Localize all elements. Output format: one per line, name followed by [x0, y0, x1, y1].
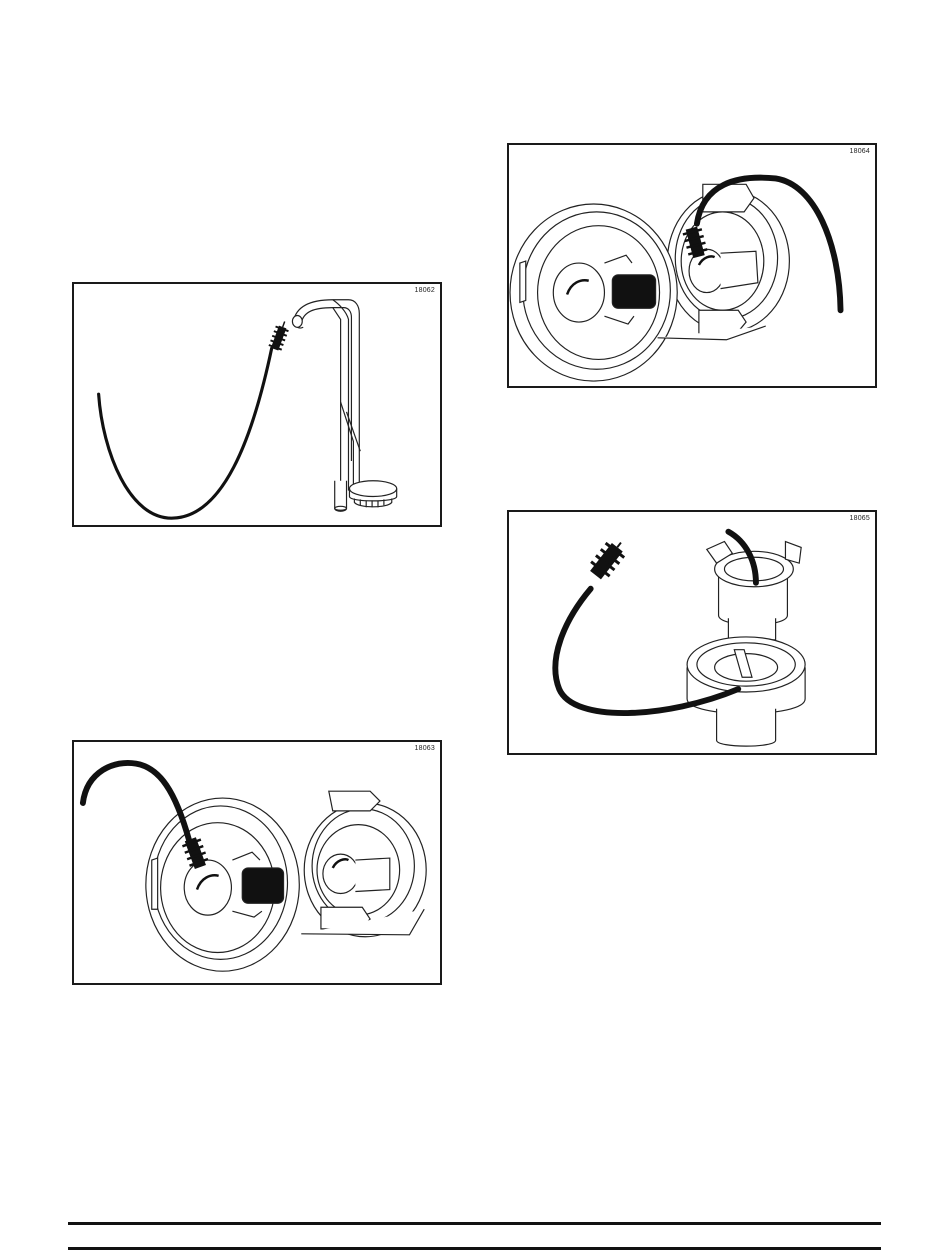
right-valve	[301, 791, 426, 937]
figure-18062: 18062	[72, 282, 442, 527]
figure-18064: 18064	[507, 143, 877, 388]
left-valve	[146, 798, 299, 971]
footer-rule-bottom	[68, 1247, 881, 1250]
figure-18065: 18065	[507, 510, 877, 755]
brush-bristles	[268, 319, 291, 351]
upper-cartridge	[707, 542, 801, 640]
brush-cable	[99, 348, 272, 518]
brush-bristles	[586, 535, 630, 582]
brush-and-spout-illustration	[74, 284, 440, 525]
spout	[292, 300, 396, 511]
valve-left-port-illustration	[74, 742, 440, 983]
figure-18063: 18063	[72, 740, 442, 985]
valve-right-port-illustration	[509, 145, 875, 386]
right-valve	[667, 184, 789, 334]
footer-rule-top	[68, 1222, 881, 1225]
cartridge-illustration	[509, 512, 875, 753]
lower-cartridge	[687, 637, 805, 746]
